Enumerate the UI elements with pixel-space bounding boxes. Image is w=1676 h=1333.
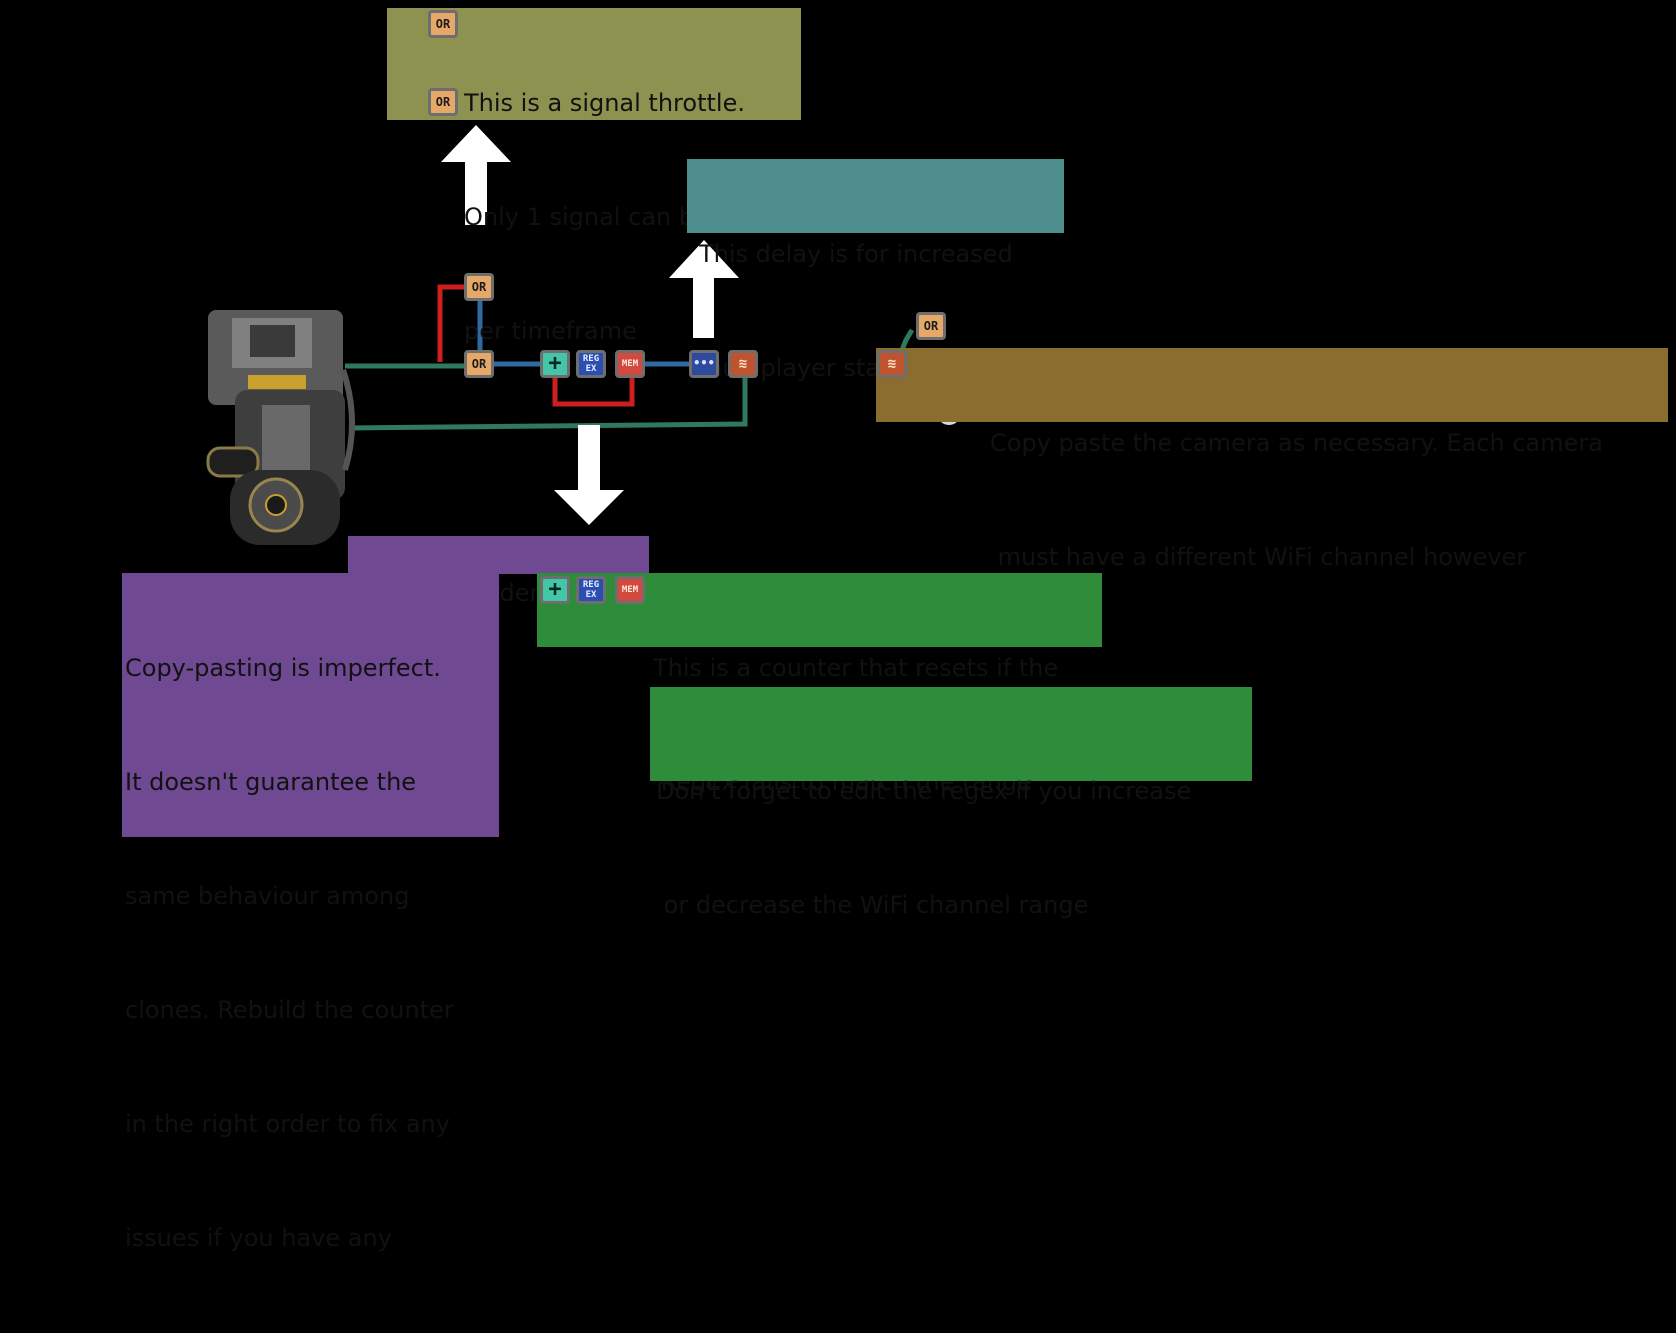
camera-note: Copy paste the camera as necessary. Each… [876, 348, 1668, 571]
regex-label-top: REG [582, 354, 600, 364]
up-arrow-icon [441, 125, 511, 225]
regex-label-bottom: EX [585, 590, 597, 600]
memory-chip: MEM [615, 350, 645, 378]
regex-label-top: REG [582, 580, 600, 590]
or-gate-chip: OR [428, 88, 458, 116]
diagram-canvas: This is a signal throttle. Only 1 signal… [122, 8, 1668, 1252]
note-line: This is a signal throttle. [464, 89, 745, 117]
regex-chip: REG EX [576, 350, 606, 378]
wifi-transmitter-chip: ≋ [877, 350, 907, 378]
wifi-transmitter-chip: ≋ [728, 350, 758, 378]
signal-generator-machine [206, 310, 356, 545]
counter-note: This is a counter that resets if the Reg… [537, 573, 1102, 796]
memory-chip: MEM [615, 576, 645, 604]
regex-reminder-note: Don't forget to edit the regex if you in… [650, 687, 1252, 919]
note-line: This delay is for increased [699, 240, 1013, 268]
counter-loop-wire [552, 378, 635, 407]
down-arrow-icon [554, 425, 624, 525]
or-gate-chip: OR [464, 273, 494, 301]
note-line: Copy-pasting is imperfect. [125, 654, 441, 682]
note-line: same behaviour among [125, 882, 410, 910]
or-gate-chip: OR [428, 10, 458, 38]
or-gate-chip: OR [464, 350, 494, 378]
note-line: This is a counter that resets if the [653, 654, 1059, 682]
note-line: must have a different WiFi channel howev… [990, 543, 1527, 571]
note-line: per timeframe [464, 317, 637, 345]
spawn-order-note: spawn order231 [348, 536, 649, 607]
note-line: clones. Rebuild the counter [125, 996, 454, 1024]
delay-note: This delay is for increased multiplayer … [687, 159, 1064, 382]
adder-chip: + [540, 350, 570, 378]
note-line: issues if you have any [125, 1224, 392, 1252]
note-line: or decrease the WiFi channel range [656, 891, 1089, 919]
adder-chip: + [540, 576, 570, 604]
regex-chip: REG EX [576, 576, 606, 604]
up-arrow-icon [669, 240, 739, 338]
note-line: Copy paste the camera as necessary. Each… [990, 429, 1603, 457]
note-line: Don't forget to edit the regex if you in… [656, 777, 1192, 805]
copy-paste-note: Copy-pasting is imperfect. It doesn't gu… [122, 573, 499, 1252]
regex-label-bottom: EX [585, 364, 597, 374]
or-gate-chip: OR [916, 312, 946, 340]
note-line: It doesn't guarantee the [125, 768, 417, 796]
wifi-return-wire [349, 378, 748, 431]
wires-layer [206, 21, 985, 633]
delay-chip: ••• [689, 350, 719, 378]
note-line: in the right order to fix any [125, 1110, 450, 1138]
